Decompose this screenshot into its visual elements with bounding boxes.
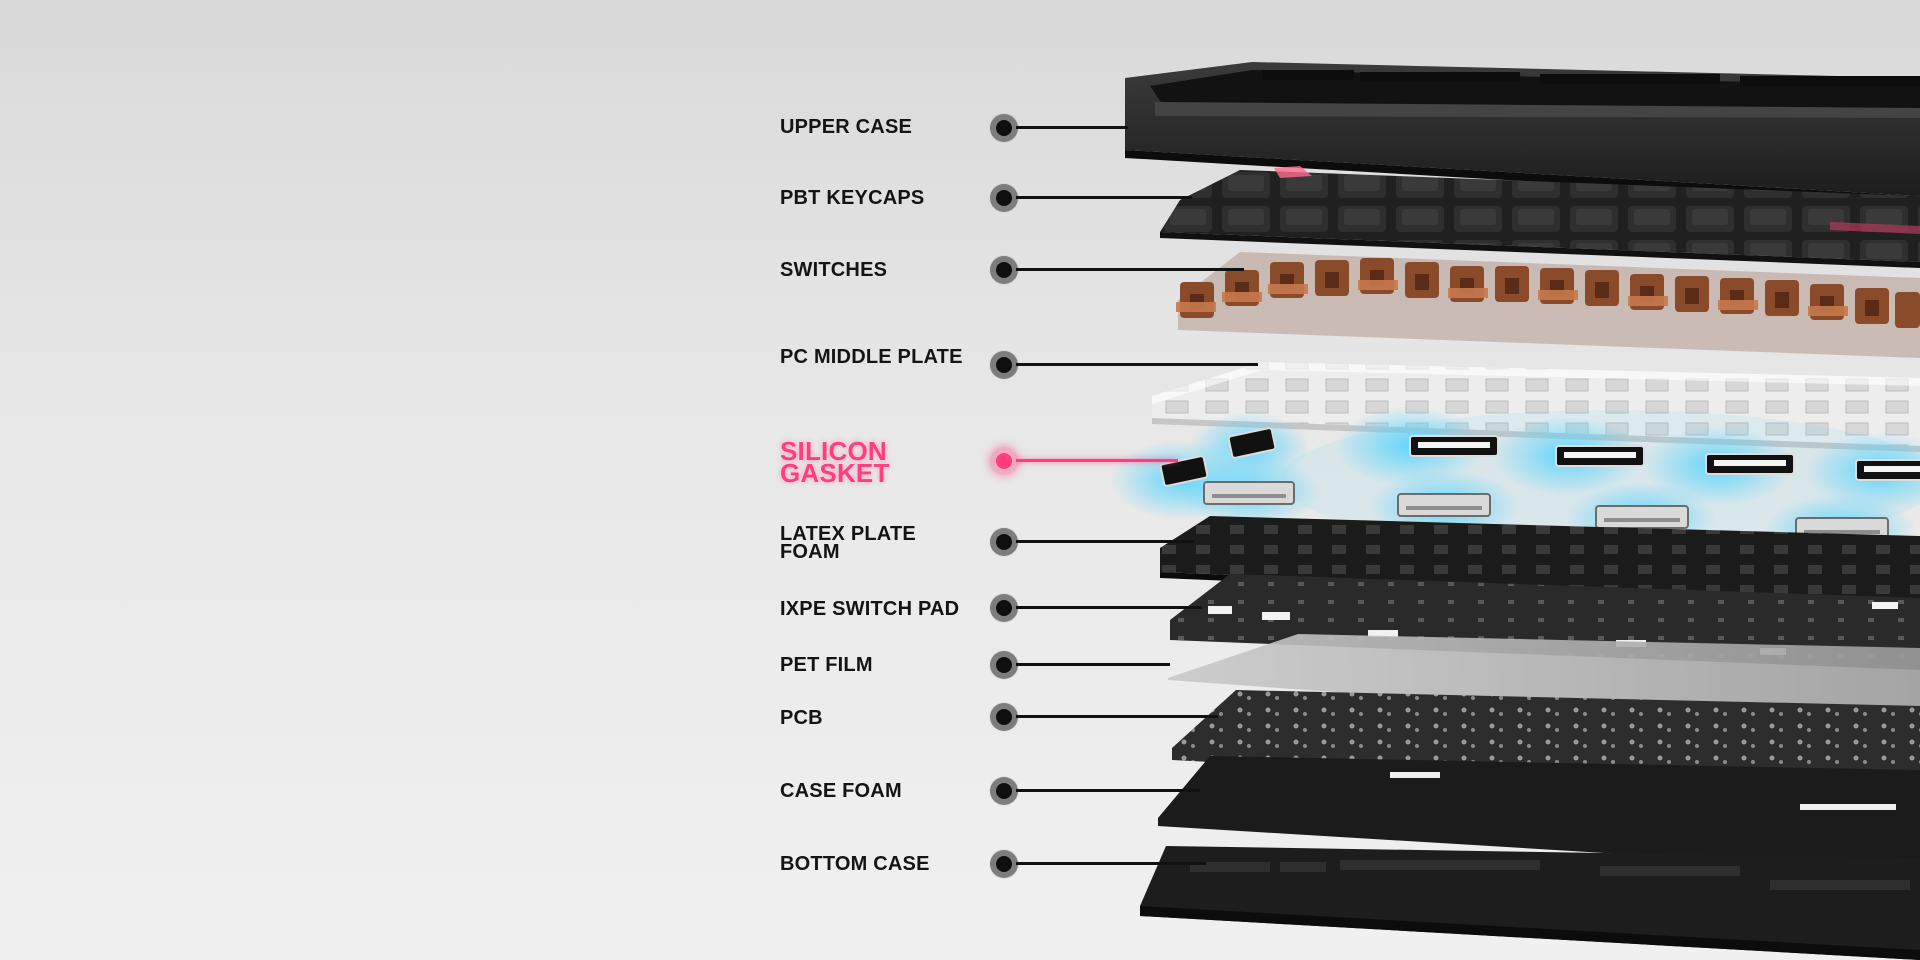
silicon-gasket-part: [1110, 406, 1920, 566]
leader-ixpe-switch-pad: [1016, 606, 1202, 609]
leader-silicon-gasket: [1016, 459, 1178, 462]
layer-label-silicon-gasket: SILICON GASKET: [780, 436, 890, 488]
pin-latex-plate-foam: [990, 528, 1018, 556]
case-foam-part: [1158, 756, 1920, 872]
leader-switches: [1016, 268, 1244, 271]
bottom-case-part: [1140, 846, 1920, 960]
layer-label-latex-plate-foam: LATEX PLATE FOAM: [780, 523, 916, 563]
leader-pc-middle-plate: [1016, 363, 1258, 366]
pin-pbt-keycaps: [990, 184, 1018, 212]
switches-part: [1176, 252, 1920, 358]
layer-label-upper-case: UPPER CASE: [780, 116, 913, 138]
pin-case-foam: [990, 777, 1018, 805]
layer-label-pc-middle-plate: PC MIDDLE PLATE: [780, 346, 963, 368]
pin-pcb: [990, 703, 1018, 731]
leader-case-foam: [1016, 789, 1200, 792]
pin-pc-middle-plate: [990, 351, 1018, 379]
leader-upper-case: [1016, 126, 1128, 129]
pin-bottom-case: [990, 850, 1018, 878]
layer-label-case-foam: CASE FOAM: [780, 780, 902, 802]
layer-label-pbt-keycaps: PBT KEYCAPS: [780, 187, 925, 209]
layer-label-pcb: PCB: [780, 707, 823, 729]
leader-latex-plate-foam: [1016, 540, 1194, 543]
layer-label-bottom-case: BOTTOM CASE: [780, 853, 930, 875]
pin-ixpe-switch-pad: [990, 594, 1018, 622]
leader-bottom-case: [1016, 862, 1206, 865]
leader-pcb: [1016, 715, 1218, 718]
pin-switches: [990, 256, 1018, 284]
pin-pet-film: [990, 651, 1018, 679]
pin-upper-case: [990, 114, 1018, 142]
layer-label-pet-film: PET FILM: [780, 654, 873, 676]
leader-pbt-keycaps: [1016, 196, 1192, 199]
layer-label-switches: SWITCHES: [780, 259, 888, 281]
leader-pet-film: [1016, 663, 1170, 666]
layer-label-ixpe-switch-pad: IXPE SWITCH PAD: [780, 598, 960, 620]
pbt-keycaps-part: [1160, 166, 1920, 268]
layer-labels: UPPER CASE PBT KEYCAPS SWITCHES PC MIDDL…: [780, 0, 1020, 960]
pin-silicon-gasket: [990, 447, 1018, 475]
